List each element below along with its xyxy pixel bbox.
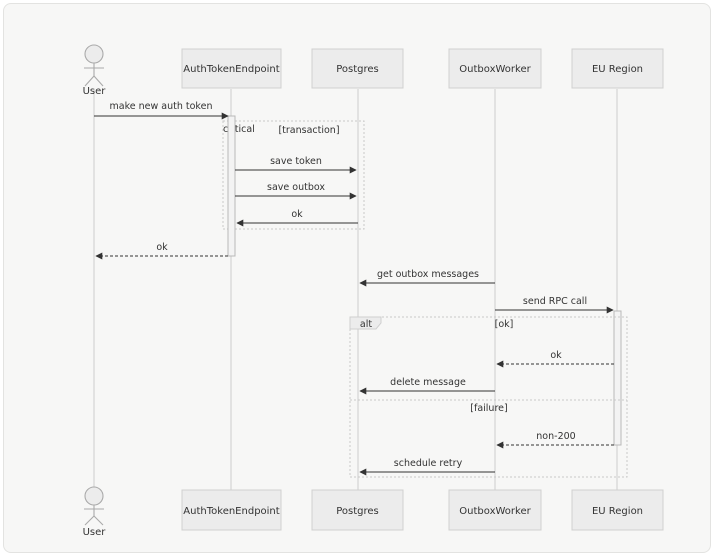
participant-box — [571, 48, 664, 89]
participant-box — [311, 489, 404, 531]
alt-keyword: alt — [360, 319, 372, 330]
participant-postgres-bottom[interactable]: Postgres — [311, 489, 404, 531]
participant-postgres-label: Postgres — [336, 506, 379, 517]
participant-box — [181, 48, 282, 89]
participant-outbox-bottom[interactable]: OutboxWorker — [448, 489, 542, 531]
participant-auth-label: AuthTokenEndpoint — [183, 64, 279, 75]
msg-delete-label: delete message — [390, 377, 466, 388]
msg-make-token-label: make new auth token — [110, 101, 213, 112]
critical-condition: [transaction] — [278, 125, 339, 136]
participant-outbox-top[interactable]: OutboxWorker — [448, 48, 542, 89]
msg-get-outbox-label: get outbox messages — [377, 269, 479, 280]
diagram-frame — [3, 3, 711, 553]
participant-eu-label: EU Region — [592, 64, 643, 75]
critical-frame: critical [transaction] — [222, 120, 365, 230]
alt-frame: alt [ok] [failure] — [349, 316, 628, 478]
actor-right-leg — [93, 75, 104, 87]
msg-save-token-label: save token — [270, 156, 322, 167]
critical-frame-border — [222, 120, 365, 230]
msg-send-rpc-label: send RPC call — [523, 296, 587, 307]
msg-ok-eu-label: ok — [550, 350, 562, 361]
actor-left-leg — [84, 515, 95, 526]
msg-save-outbox-label: save outbox — [267, 182, 325, 193]
activation-auth — [227, 115, 236, 257]
alt-condition-ok: [ok] — [495, 319, 514, 330]
participant-postgres-top[interactable]: Postgres — [311, 48, 404, 89]
alt-frame-border — [349, 316, 628, 478]
participant-outbox-label: OutboxWorker — [459, 506, 531, 517]
actor-head-icon — [84, 486, 104, 506]
msg-ok-user-label: ok — [156, 242, 168, 253]
msg-ok-pg-label: ok — [291, 209, 303, 220]
participant-postgres-label: Postgres — [336, 64, 379, 75]
participant-box — [311, 48, 404, 89]
actor-left-leg — [84, 75, 95, 87]
alt-condition-failure: [failure] — [470, 403, 507, 414]
participant-auth-label: AuthTokenEndpoint — [183, 506, 279, 517]
participant-eu-bottom[interactable]: EU Region — [571, 489, 664, 531]
participant-box — [448, 489, 542, 531]
participant-eu-label: EU Region — [592, 506, 643, 517]
actor-user-top[interactable]: User — [83, 44, 107, 97]
participant-box — [571, 489, 664, 531]
actor-head-icon — [84, 44, 104, 64]
actor-user-label: User — [83, 86, 107, 97]
activation-eu — [613, 310, 622, 446]
actor-user-label: User — [83, 527, 107, 538]
participant-eu-top[interactable]: EU Region — [571, 48, 664, 89]
participant-box — [181, 489, 282, 531]
participant-auth-top[interactable]: AuthTokenEndpoint — [181, 48, 282, 89]
msg-schedule-retry-label: schedule retry — [394, 458, 463, 469]
participant-auth-bottom[interactable]: AuthTokenEndpoint — [181, 489, 282, 531]
participant-box — [448, 48, 542, 89]
msg-non200-label: non-200 — [536, 431, 575, 442]
participant-outbox-label: OutboxWorker — [459, 64, 531, 75]
alt-frame-tag — [349, 316, 382, 330]
critical-keyword: critical — [223, 124, 255, 135]
actor-user-bottom[interactable]: User — [83, 486, 107, 538]
actor-right-leg — [93, 515, 104, 526]
